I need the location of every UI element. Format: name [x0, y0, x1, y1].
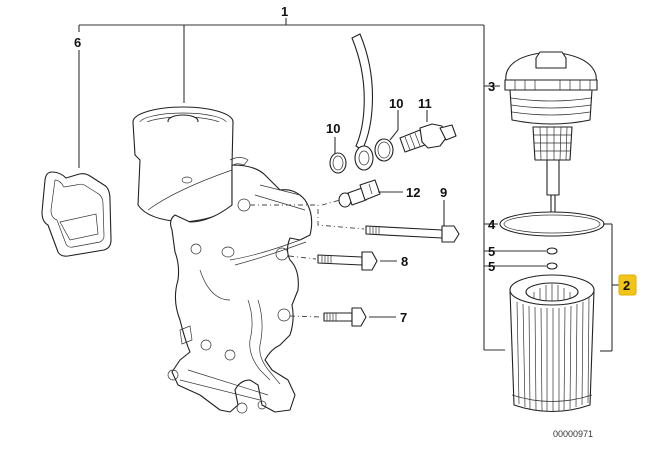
callout-label-1[interactable]: 1: [281, 4, 288, 19]
callout-label-5a[interactable]: 5: [488, 244, 495, 259]
gasket-ring-10a: [329, 137, 347, 174]
callout-label-4[interactable]: 4: [488, 217, 496, 232]
dipstick-tube: [351, 33, 374, 171]
callout-label-5b[interactable]: 5: [488, 259, 495, 274]
callout-label-11[interactable]: 11: [418, 96, 432, 111]
dash-line-9: [250, 204, 365, 230]
diagram-number: 00000971: [553, 429, 593, 439]
hollow-bolt-part-11: [399, 110, 457, 153]
callout-label-2[interactable]: 2: [623, 278, 630, 293]
callout-2-highlight[interactable]: [618, 274, 637, 296]
callout-label-8[interactable]: 8: [401, 254, 408, 269]
dash-line-12: [321, 199, 341, 206]
oil-pressure-switch-part-12: [338, 179, 403, 208]
callout-label-7[interactable]: 7: [400, 310, 407, 325]
oil-filter-housing-part-1: [132, 106, 313, 414]
callout-label-10b[interactable]: 10: [389, 96, 403, 111]
gasket-part-6: [41, 171, 112, 257]
long-bolt-part-9: [365, 200, 460, 243]
bolt-part-8: [317, 251, 397, 271]
callout-label-9[interactable]: 9: [440, 185, 447, 200]
oil-filter-cover-part-3: [484, 51, 598, 229]
bolt-part-7: [323, 307, 396, 327]
filter-element: [509, 274, 595, 412]
callout-label-6[interactable]: 6: [74, 35, 81, 50]
gasket-ring-10b: [374, 110, 399, 162]
dash-line-7: [289, 315, 323, 318]
callout-2-bracket: [484, 223, 619, 352]
dash-line-8: [288, 255, 317, 260]
callout-label-3[interactable]: 3: [488, 79, 495, 94]
callout-1-bracket: [78, 18, 485, 350]
o-ring-part-5a: [484, 247, 558, 255]
callout-label-12[interactable]: 12: [406, 185, 420, 200]
callout-label-10a[interactable]: 10: [326, 121, 340, 136]
o-ring-part-5b: [484, 262, 558, 270]
o-ring-part-4: [484, 211, 605, 237]
